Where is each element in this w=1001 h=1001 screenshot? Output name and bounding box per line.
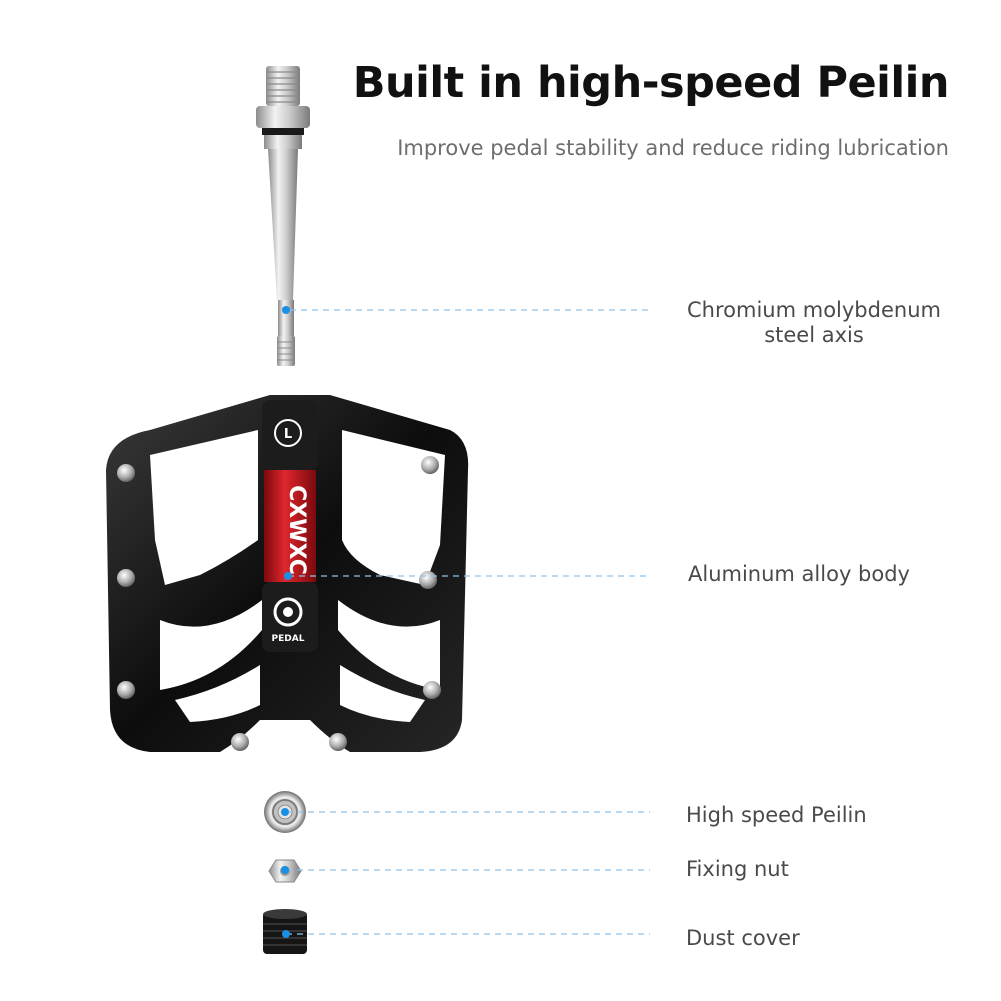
spindle-brand: CXWXC [284, 485, 309, 575]
side-marker: L [284, 427, 292, 442]
callout-nut: Fixing nut [686, 857, 789, 881]
dot-body [284, 572, 292, 580]
traction-pins [117, 456, 441, 751]
callout-dust-cover: Dust cover [686, 926, 800, 950]
pedal-logo-text: PEDAL [272, 634, 305, 644]
callout-dots [281, 306, 292, 938]
callout-axis-line1: Chromium molybdenum [687, 298, 941, 322]
page-title: Built in high-speed Peilin [352, 58, 950, 108]
page-subtitle: Improve pedal stability and reduce ridin… [397, 136, 949, 160]
leader-lines [286, 309, 650, 935]
callout-axis-line2: steel axis [764, 323, 864, 347]
dot-axis [282, 306, 290, 314]
callout-body: Aluminum alloy body [688, 562, 910, 586]
callout-bearing: High speed Peilin [686, 803, 867, 827]
axle [256, 66, 310, 366]
callout-axis: Chromium molybdenum steel axis [686, 298, 942, 348]
dot-bearing [281, 808, 289, 816]
dot-dust [282, 930, 290, 938]
dot-nut [281, 866, 289, 874]
